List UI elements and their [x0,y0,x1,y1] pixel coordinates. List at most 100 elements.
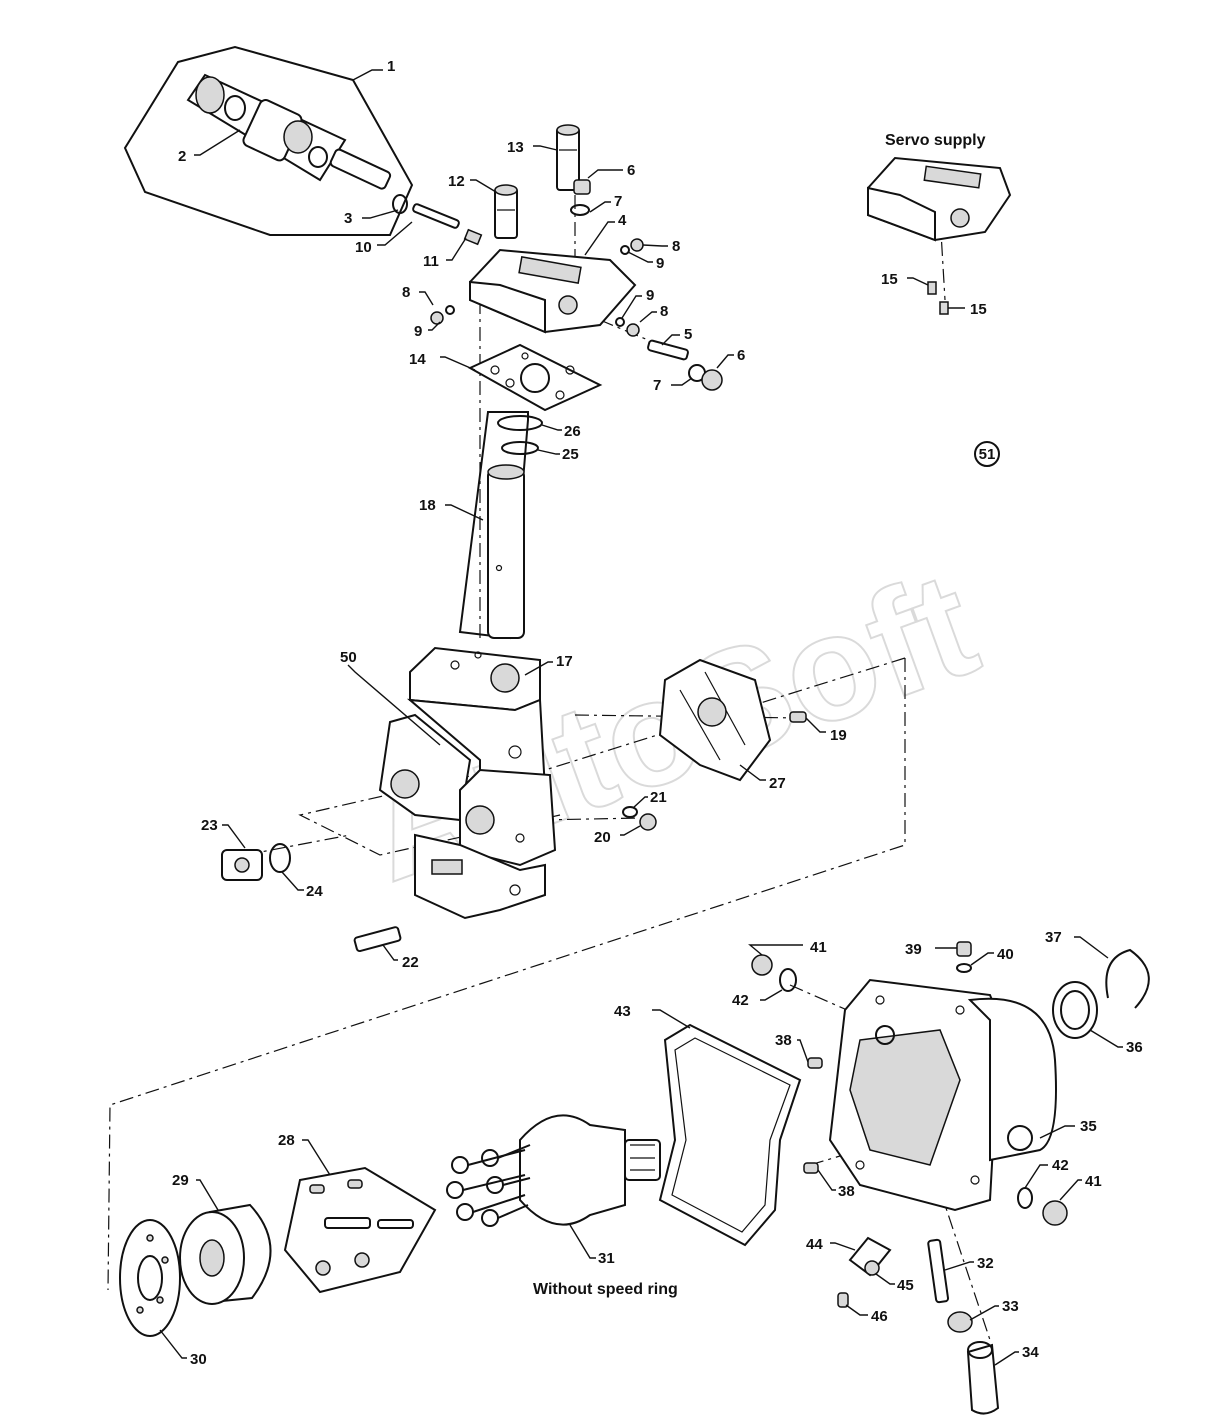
part-45-ring [864,1260,880,1276]
part-6-plug-top [570,179,591,216]
callout-9-c: 9 [646,287,654,304]
part-36-seal [1052,981,1098,1039]
callouts: 1 2 3 4 5 6 6 7 7 8 8 8 9 9 9 10 11 [159,58,1143,1368]
part-42-ring-top [779,968,797,992]
callout-11: 11 [423,253,439,270]
callout-36: 36 [1126,1039,1143,1056]
part-3-spool [329,148,408,214]
callout-25: 25 [562,446,579,463]
part-46-screw [837,1292,849,1308]
part-22-screw [353,926,402,953]
part-11-spring [463,228,483,246]
callout-22: 22 [402,954,419,971]
part-17-control-block [378,646,557,920]
callout-6-top: 6 [627,162,635,179]
servo-supply-caption: Servo supply [885,132,986,149]
callout-4: 4 [618,212,627,229]
part-42-ring-right [1017,1187,1033,1209]
valve-kit-outline [123,45,414,236]
part-24-ring [269,843,291,873]
part-14-gasket [467,343,603,412]
part-38-pin-top [807,1057,823,1069]
callout-41-top: 41 [810,939,827,956]
part-30-port-plate [119,1219,181,1337]
callout-6-right: 6 [737,347,745,364]
part-21-ring [622,806,638,818]
callout-17: 17 [556,653,573,670]
callout-28: 28 [278,1132,295,1149]
callout-10: 10 [355,239,372,256]
part-4-control-housing [469,248,637,334]
part-41-plug-right [1042,1200,1068,1226]
callout-46: 46 [871,1308,888,1325]
callout-50: 50 [340,649,357,666]
callout-37: 37 [1045,929,1062,946]
part-34-cap [966,1341,1000,1415]
part-13-screw [556,124,580,191]
group-ref-text: 51 [979,446,996,463]
callout-23: 23 [201,817,218,834]
without-speed-ring-caption: Without speed ring [533,1281,678,1298]
pistons [446,1144,531,1227]
callout-20: 20 [594,829,611,846]
part-35-motor-housing [828,978,1057,1212]
callout-15-b: 15 [970,301,987,318]
callout-24: 24 [306,883,323,900]
part-28-kit-outline [283,1166,437,1294]
callout-14: 14 [409,351,426,368]
part-38-pin-bottom [803,1162,819,1174]
part-40-ring [956,963,972,973]
callout-8-a: 8 [672,238,680,255]
callout-3: 3 [344,210,352,227]
callout-42-top: 42 [732,992,749,1009]
callout-44: 44 [806,1236,823,1253]
part-41-plug-top [751,954,773,976]
callout-13: 13 [507,139,524,156]
callout-38-top: 38 [775,1032,792,1049]
callout-38-bottom: 38 [838,1183,855,1200]
part-10-pin [412,203,460,229]
callout-32: 32 [977,1255,994,1272]
callout-39: 39 [905,941,922,958]
callout-41-right: 41 [1085,1173,1102,1190]
part-6-plug-right [688,364,723,391]
callout-5: 5 [684,326,692,343]
callout-9-a: 9 [656,255,664,272]
callout-35: 35 [1080,1118,1097,1135]
part-2-valve-sleeve [186,73,347,182]
callout-7-right: 7 [653,377,661,394]
callout-34: 34 [1022,1344,1039,1361]
part-20-plug [639,813,657,831]
part-23-plug [221,849,263,881]
callout-43: 43 [614,1003,631,1020]
part-12-screw [494,184,518,239]
callout-31: 31 [598,1250,615,1267]
callout-40: 40 [997,946,1014,963]
part-44-bracket [848,1236,892,1277]
callout-33: 33 [1002,1298,1019,1315]
part-31-drive-shaft [446,1114,661,1227]
part-39-plug [956,941,972,957]
callout-29: 29 [172,1172,189,1189]
part-29-cylinder-barrel [179,1203,272,1305]
part-33-nut [947,1311,973,1333]
part-43-gasket [658,1023,802,1247]
callout-12: 12 [448,173,465,190]
callout-2: 2 [178,148,186,165]
callout-9-b: 9 [414,323,422,340]
callout-42-right: 42 [1052,1157,1069,1174]
callout-30: 30 [190,1351,207,1368]
callout-21: 21 [650,789,667,806]
callout-18: 18 [419,497,436,514]
callout-27: 27 [769,775,786,792]
part-26-ring [497,415,543,431]
callout-45: 45 [897,1277,914,1294]
part-37-circlip [1105,948,1150,1009]
part-19-screw [789,711,807,723]
part-8-9-fittings [430,238,644,337]
callout-7-top: 7 [614,193,622,210]
part-5-spool-pin [647,339,689,361]
callout-26: 26 [564,423,581,440]
part-27-cradle-segment [658,658,772,782]
